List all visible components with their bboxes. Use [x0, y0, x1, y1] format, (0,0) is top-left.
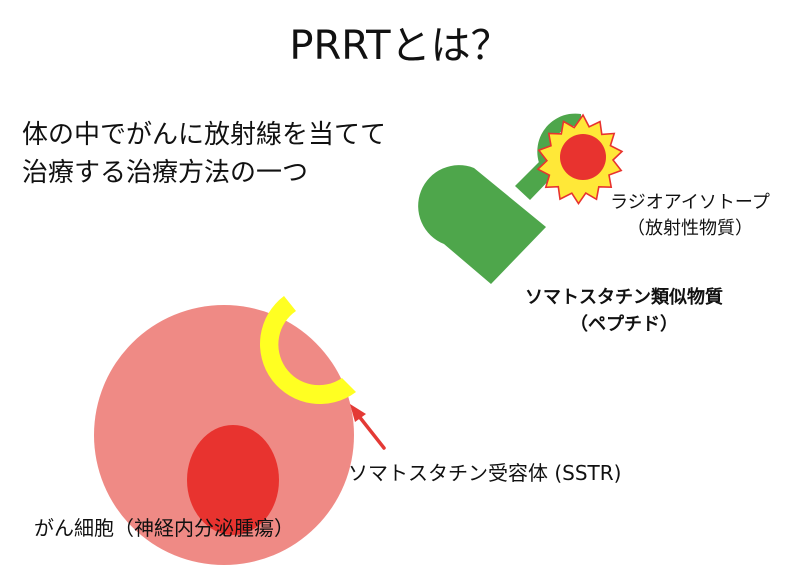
peptide-label-line-2: （ペプチド）: [570, 314, 678, 335]
intro-text: 体の中でがんに放射線を当てて 治療する治療方法の一つ: [22, 116, 386, 192]
radioisotope-label: ラジオアイソトープ （放射性物質）: [580, 190, 800, 242]
radioisotope-label-line-2: （放射性物質）: [627, 218, 753, 239]
receptor-arrow: [350, 404, 386, 450]
peptide-label-line-1: ソマトスタチン類似物質: [525, 287, 723, 308]
receptor-label: ソマトスタチン受容体 (SSTR): [348, 461, 622, 485]
radioisotope-label-line-1: ラジオアイソトープ: [610, 192, 770, 213]
intro-line-2: 治療する治療方法の一つ: [22, 158, 309, 188]
cancer-cell-label: がん細胞（神経内分泌腫瘍）: [34, 516, 294, 540]
intro-line-1: 体の中でがんに放射線を当てて: [22, 120, 387, 150]
slide-title: PRRTとは？: [289, 23, 511, 69]
receptor-shape: [260, 296, 356, 404]
radioisotope-icon: [536, 113, 624, 206]
peptide-label: ソマトスタチン類似物質 （ペプチド）: [486, 284, 762, 338]
cell-nucleus: [187, 425, 279, 535]
